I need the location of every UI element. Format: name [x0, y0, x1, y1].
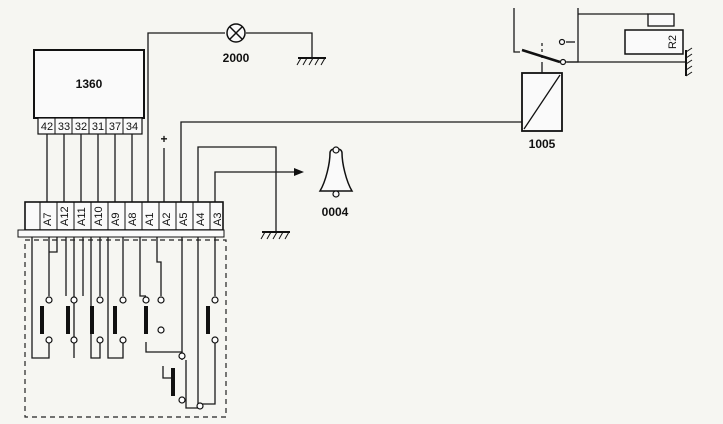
ground-icon: [296, 57, 326, 66]
connector-pin-label: A7: [42, 213, 54, 226]
motor-box: [624, 29, 684, 55]
ecu-1360-box: [33, 49, 145, 119]
lamp-ground-wire: [246, 32, 313, 58]
plus-sign: +: [160, 132, 167, 146]
ecu-pin-label: 33: [58, 121, 70, 133]
ecu-pin-label: 37: [109, 121, 121, 133]
connector-pin-labels: A7 A12 A11 A10 A9 A8 A1 A2 A5 A4 A3: [42, 206, 224, 226]
terminal-tabs: [17, 229, 225, 238]
relay-output-wire: [566, 8, 579, 63]
connector-block: [24, 201, 224, 231]
relay-1005-label: 1005: [529, 137, 556, 151]
ecu-pin-label: 31: [92, 121, 104, 133]
ground-icon: [685, 47, 693, 77]
ecu-pin-label: 32: [75, 121, 87, 133]
lamp-wire: [147, 32, 225, 202]
buzzer-wire: [214, 171, 296, 202]
ecu-to-connector-wires: [46, 134, 133, 202]
connector-pin-label: A1: [144, 213, 156, 226]
switch-wiring: [31, 237, 216, 409]
switch-contacts: [40, 296, 219, 410]
relay-small-box: [647, 13, 675, 27]
connector-pin-label: A3: [212, 213, 224, 226]
ecu-pin-row: 42 33 32 31 37 34: [37, 117, 143, 135]
ground-icon: [260, 231, 290, 240]
bell-icon: [318, 146, 354, 198]
ecu-pin-label: 42: [41, 121, 53, 133]
relay-supply-wire: [513, 8, 520, 53]
connector-pin-label: A12: [59, 206, 71, 226]
connector-pin-label: A4: [195, 213, 207, 226]
ecu-1360-label: 1360: [76, 77, 103, 91]
switch-enclosure: [24, 239, 227, 418]
connector-pin-label: A10: [93, 206, 105, 226]
motor-tag-label: R2: [667, 35, 679, 49]
relay-wire: [180, 121, 522, 202]
buzzer-0004-label: 0004: [322, 205, 349, 219]
connector-pin-label: A8: [127, 213, 139, 226]
warning-lamp-icon: [226, 23, 246, 43]
ground-wire-a4: [197, 146, 277, 232]
connector-pin-label: A5: [178, 213, 190, 226]
connector-pin-label: A11: [76, 207, 88, 226]
connector-pin-label: A2: [161, 213, 173, 226]
connector-dividers: [39, 202, 211, 230]
relay-contact-blade: [521, 48, 561, 64]
arrow-icon: [294, 168, 304, 176]
ecu-pin-label: 34: [126, 121, 138, 133]
lamp-2000-label: 2000: [223, 51, 250, 65]
connector-pin-label: A9: [110, 213, 122, 226]
